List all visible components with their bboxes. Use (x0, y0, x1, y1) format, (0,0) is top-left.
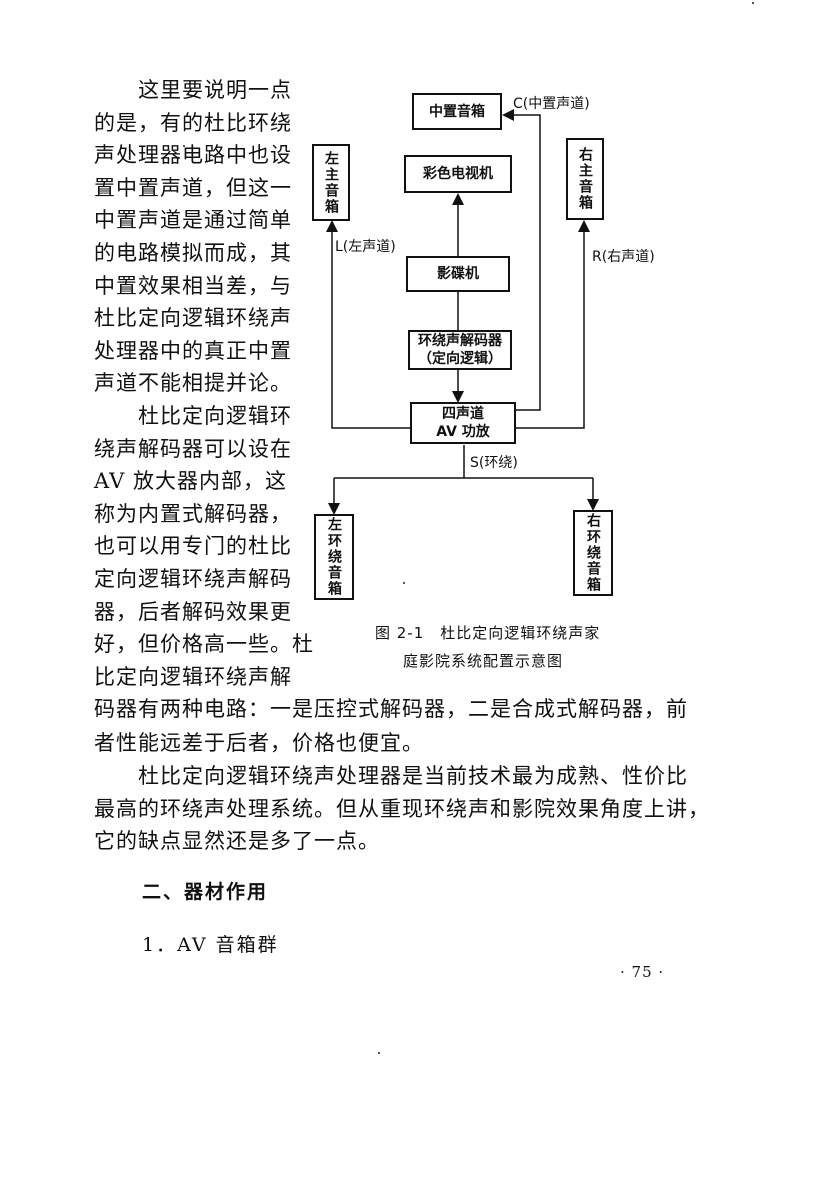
subsection-heading: 1．AV 音箱群 (142, 934, 279, 956)
right-main-speaker-box: 右主音箱 (566, 138, 604, 220)
center-channel-label: C(中置声道) (513, 96, 590, 112)
figure-caption-line2: 庭影院系统配置示意图 (403, 652, 564, 670)
page-number: · 75 · (620, 963, 665, 981)
paragraph-line: 杜比定向逻辑环绕声处理器是当前技术最为成熟、性价比 (94, 764, 688, 788)
color-tv-label: 彩色电视机 (423, 166, 493, 182)
surround-label: S(环绕) (470, 455, 518, 471)
decoder-box: 环绕声解码器 （定向逻辑） (408, 330, 512, 370)
scan-speck (752, 2, 754, 4)
left-main-speaker-label: 左主音箱 (323, 150, 339, 215)
scan-speck (378, 1052, 380, 1054)
decoder-label-line1: 环绕声解码器 (418, 333, 502, 349)
left-column-line: 置中置声道，但这一 (94, 175, 292, 200)
right-channel-label: R(右声道) (592, 249, 655, 265)
left-column-line: 器，后者解码效果更 (94, 599, 292, 624)
left-main-speaker-box: 左主音箱 (312, 144, 350, 221)
left-column-line: 处理器中的真正中置 (94, 338, 292, 363)
av-amplifier-box: 四声道 AV 功放 (410, 402, 516, 444)
right-main-speaker-label: 右主音箱 (577, 147, 593, 211)
scan-speck (403, 582, 405, 584)
paragraph-line: 最高的环绕声处理系统。但从重现环绕声和影院效果角度上讲， (94, 797, 710, 821)
disc-player-label: 影碟机 (437, 266, 479, 282)
left-surround-label: 左环绕音箱 (326, 517, 342, 597)
left-column-line: 也可以用专门的杜比 (94, 534, 292, 559)
color-tv-box: 彩色电视机 (404, 155, 512, 193)
left-column-line: 的电路模拟而成，其 (94, 241, 292, 265)
center-speaker-box: 中置音箱 (412, 93, 502, 130)
left-surround-speaker-box: 左环绕音箱 (314, 514, 354, 600)
left-column-line: 好，但价格高一些。杜 (94, 632, 314, 657)
paragraph-line: 码器有两种电路：一是压控式解码器，二是合成式解码器，前 (94, 697, 688, 721)
scan-speck (183, 145, 185, 147)
left-channel-label: L(左声道) (335, 239, 396, 255)
center-speaker-label: 中置音箱 (429, 103, 485, 120)
right-channel-wire (516, 220, 590, 429)
left-column-line: 杜比定向逻辑环 (94, 404, 292, 428)
paragraph-line: 它的缺点显然还是多了一点。 (94, 829, 380, 853)
right-surround-speaker-box: 右环绕音箱 (573, 510, 613, 596)
left-column-line: AV 放大器内部，这 (94, 469, 287, 494)
left-column-line: 的是，有的杜比环绕 (94, 110, 292, 135)
amp-label-line1: 四声道 (442, 406, 484, 422)
left-channel-wire (326, 220, 412, 429)
paragraph-line: 者性能远差于后者，价格也便宜。 (94, 731, 424, 755)
left-column-line: 称为内置式解码器， (94, 501, 292, 526)
left-column-line: 中置声道是通过简单 (94, 208, 292, 233)
left-column-line: 杜比定向逻辑环绕声 (94, 306, 292, 331)
right-surround-label: 右环绕音箱 (585, 513, 601, 593)
left-column-line: 定向逻辑环绕声解码 (94, 567, 292, 591)
left-column-line: 声道不能相提并论。 (94, 371, 292, 396)
amp-label-line2: AV 功放 (436, 424, 490, 440)
center-channel-wire (502, 109, 541, 411)
left-column-line: 这里要说明一点 (94, 78, 292, 102)
figure-caption-line1: 图 2-1 杜比定向逻辑环绕声家 (375, 624, 601, 642)
decoder-label-line2: （定向逻辑） (418, 351, 502, 367)
left-column-line: 比定向逻辑环绕声解 (94, 664, 292, 689)
disc-player-box: 影碟机 (406, 256, 510, 292)
left-column-line: 声处理器电路中也设 (94, 143, 292, 168)
left-column-line: 绕声解码器可以设在 (94, 436, 292, 461)
left-column-line: 中置效果相当差，与 (94, 273, 292, 298)
section-heading: 二、器材作用 (142, 881, 269, 903)
